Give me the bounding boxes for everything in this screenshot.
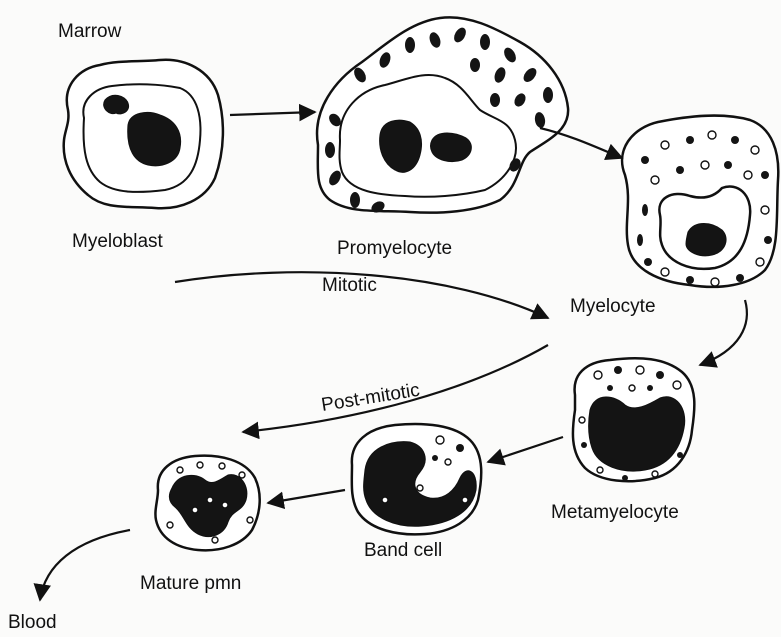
label-myeloblast: Myeloblast bbox=[72, 232, 163, 251]
promyelocyte-cell bbox=[317, 17, 568, 215]
label-marrow: Marrow bbox=[58, 22, 121, 41]
myelocyte-cell bbox=[622, 116, 778, 287]
label-mitotic: Mitotic bbox=[322, 276, 377, 295]
label-metamyelocyte: Metamyelocyte bbox=[551, 503, 679, 522]
arrow-metamyelocyte-to-band bbox=[488, 437, 563, 462]
label-mature-pmn: Mature pmn bbox=[140, 574, 241, 593]
label-band-cell: Band cell bbox=[364, 541, 442, 560]
arrow-myelocyte-to-metamyelocyte bbox=[700, 300, 747, 365]
label-promyelocyte: Promyelocyte bbox=[337, 239, 452, 258]
arrow-myeloblast-to-promyelocyte bbox=[230, 112, 315, 115]
metamyelocyte-cell bbox=[573, 358, 694, 481]
label-myelocyte: Myelocyte bbox=[570, 297, 656, 316]
label-blood: Blood bbox=[8, 613, 57, 632]
arrow-pmn-to-blood bbox=[40, 530, 130, 600]
arrow-band-to-pmn bbox=[268, 490, 345, 503]
mature-pmn-cell bbox=[155, 456, 259, 551]
myeloblast-cell bbox=[64, 60, 223, 208]
band-cell bbox=[352, 424, 481, 534]
